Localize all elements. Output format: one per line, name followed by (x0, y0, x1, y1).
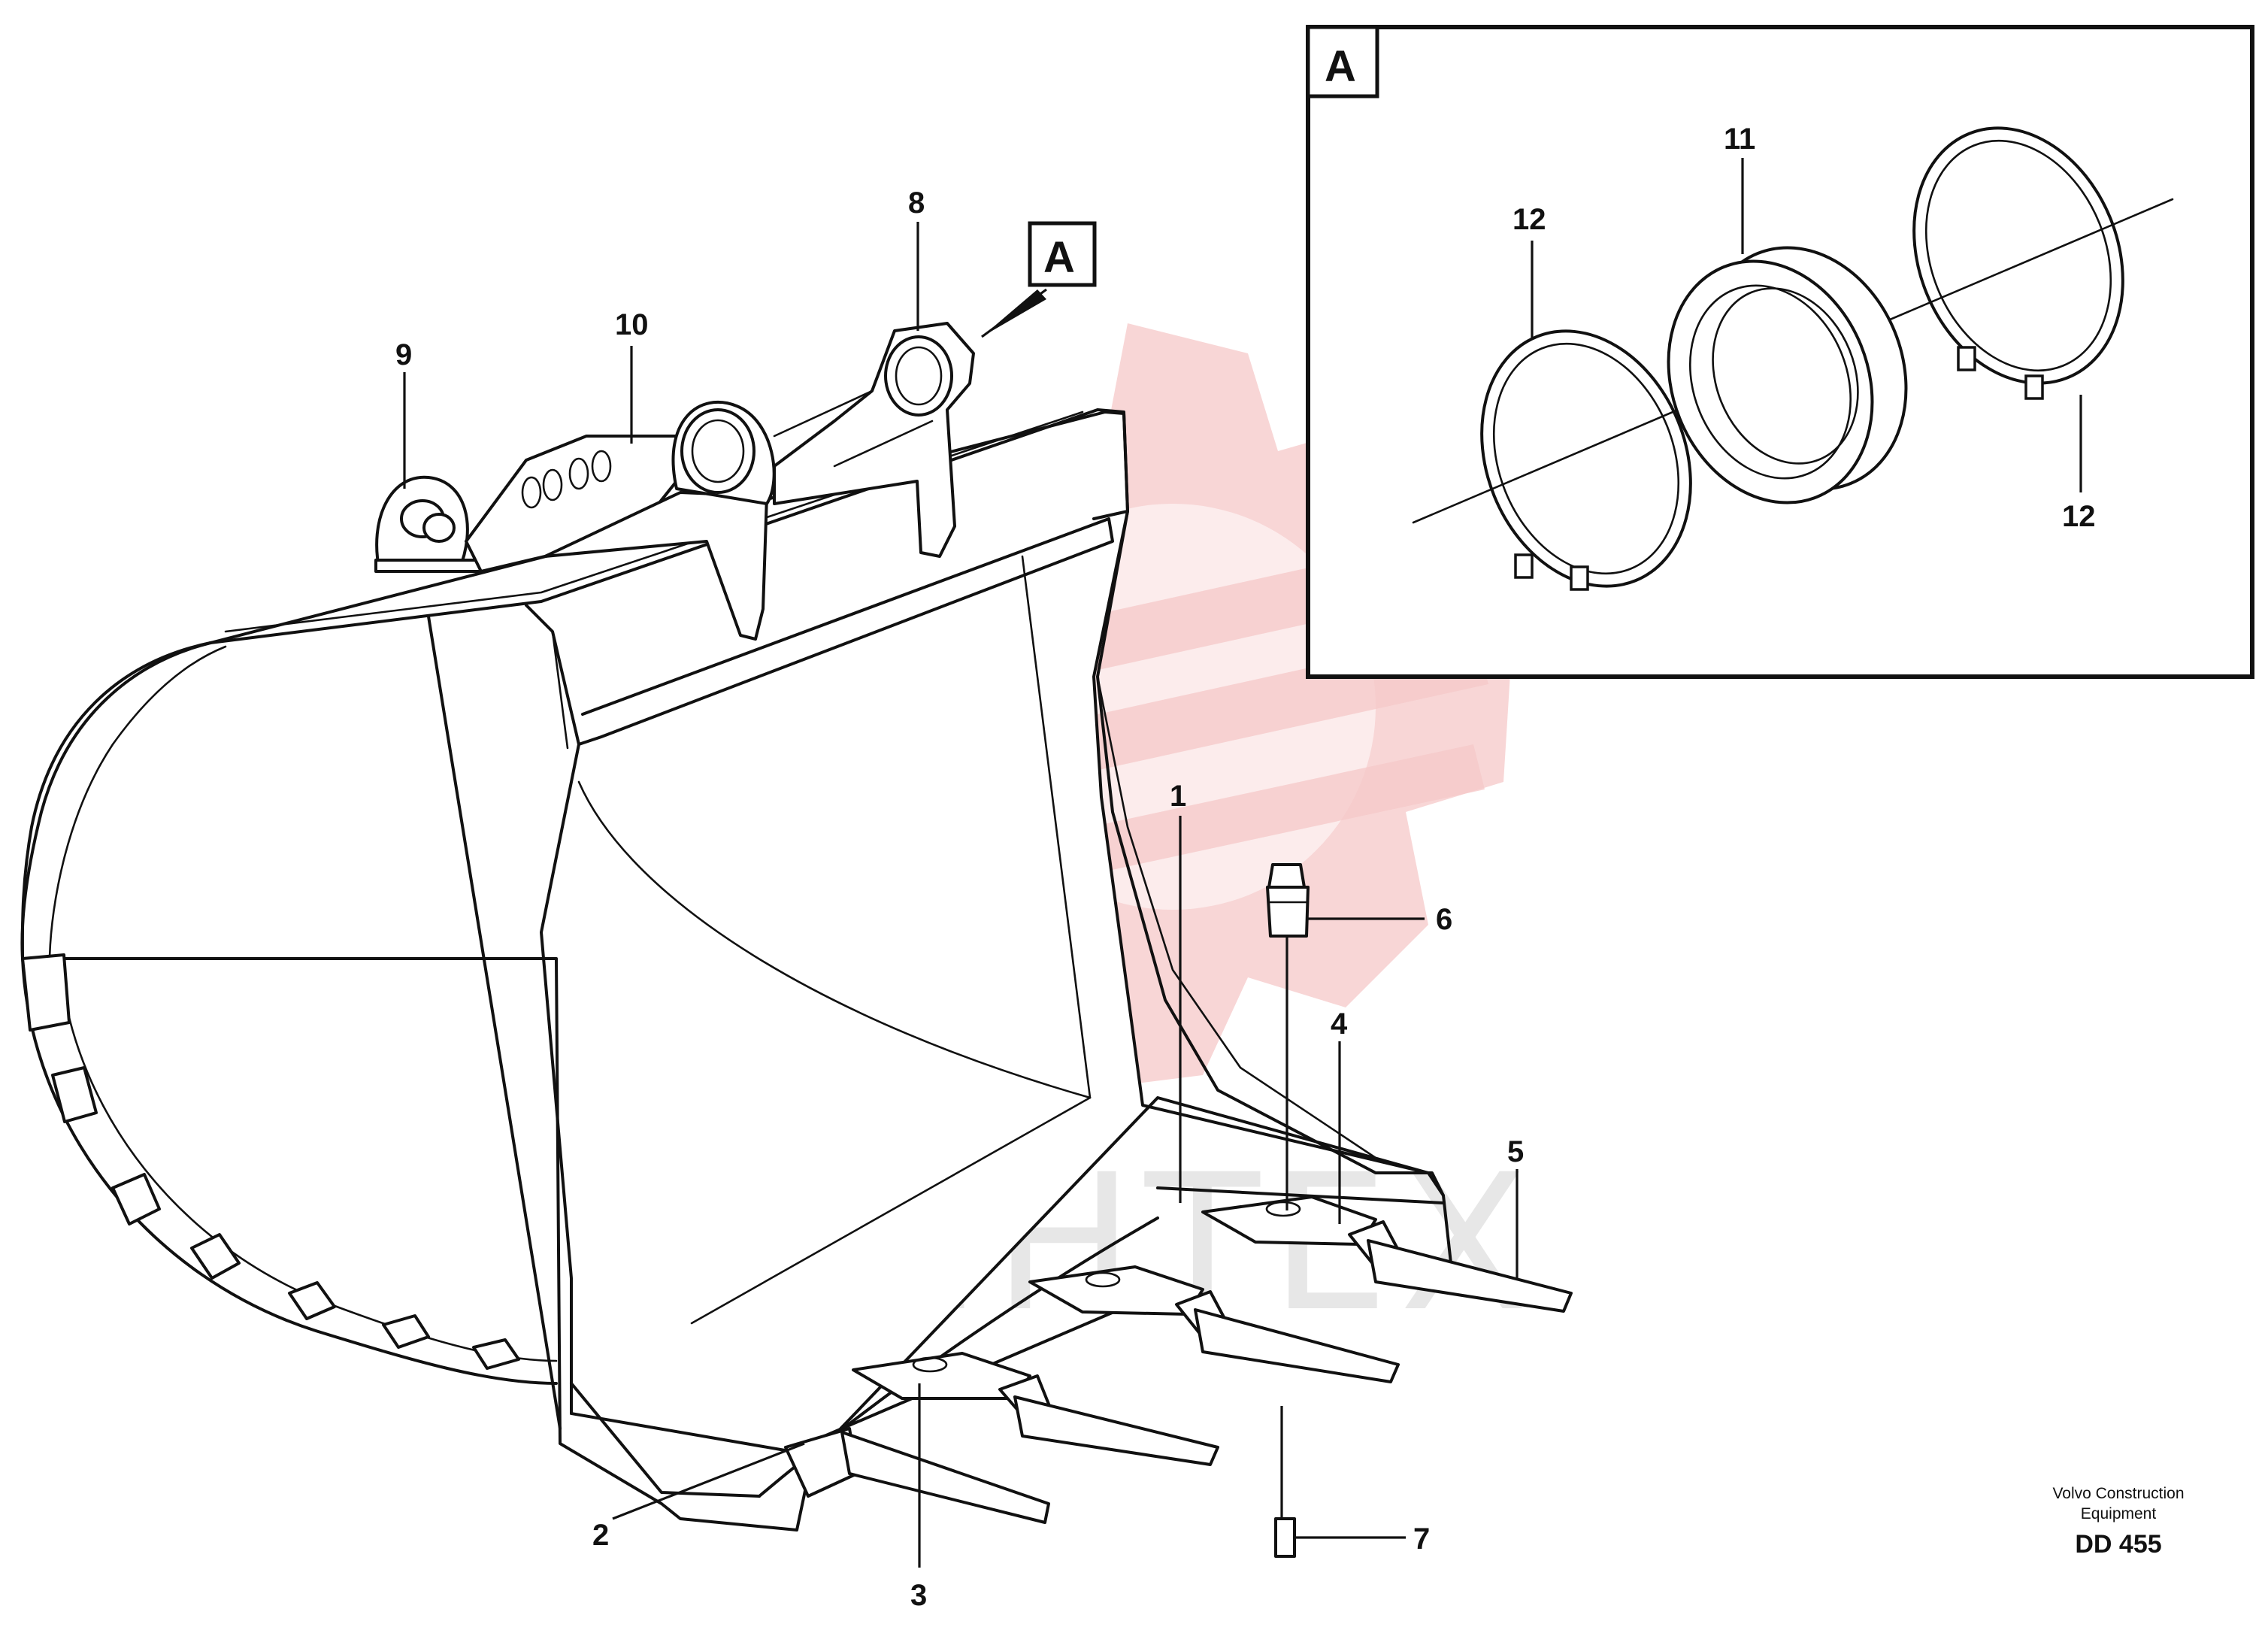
callout-7: 7 (1413, 1522, 1430, 1556)
callout-12-right: 12 (2062, 500, 2096, 533)
callout-12-left: 12 (1513, 203, 1546, 236)
document-number: DD 455 (2075, 1530, 2161, 1559)
detail-box: A (1306, 25, 2254, 679)
callout-8: 8 (908, 186, 925, 220)
linkage-lugs (374, 322, 975, 641)
view-marker-label: A (1043, 233, 1075, 282)
callout-9: 9 (395, 338, 412, 371)
credit-line-1: Volvo Construction (2052, 1485, 2184, 1502)
credit-line-2: Equipment (2081, 1505, 2157, 1522)
bearing (1667, 246, 1908, 504)
callout-1: 1 (1170, 780, 1186, 813)
callout-4: 4 (1331, 1007, 1348, 1041)
leader-lines (403, 222, 1519, 1568)
retaining-ring-right (1912, 126, 2124, 400)
callout-2: 2 (592, 1519, 609, 1552)
view-marker: A (981, 221, 1097, 338)
title-block: Volvo Construction Equipment DD 455 (2052, 1485, 2184, 1559)
callout-11: 11 (1724, 123, 1755, 156)
pin-parts (1266, 863, 1310, 1558)
callout-10: 10 (615, 308, 649, 341)
bucket-body (20, 408, 1452, 1532)
detail-box-label: A (1325, 42, 1356, 91)
callout-3: 3 (910, 1579, 927, 1612)
teeth (784, 1195, 1573, 1524)
callout-6: 6 (1436, 903, 1452, 936)
callout-5: 5 (1507, 1135, 1524, 1168)
retaining-ring-left (1480, 329, 1692, 591)
callouts: 1 2 3 4 5 6 7 8 9 10 11 12 12 (395, 123, 2096, 1612)
